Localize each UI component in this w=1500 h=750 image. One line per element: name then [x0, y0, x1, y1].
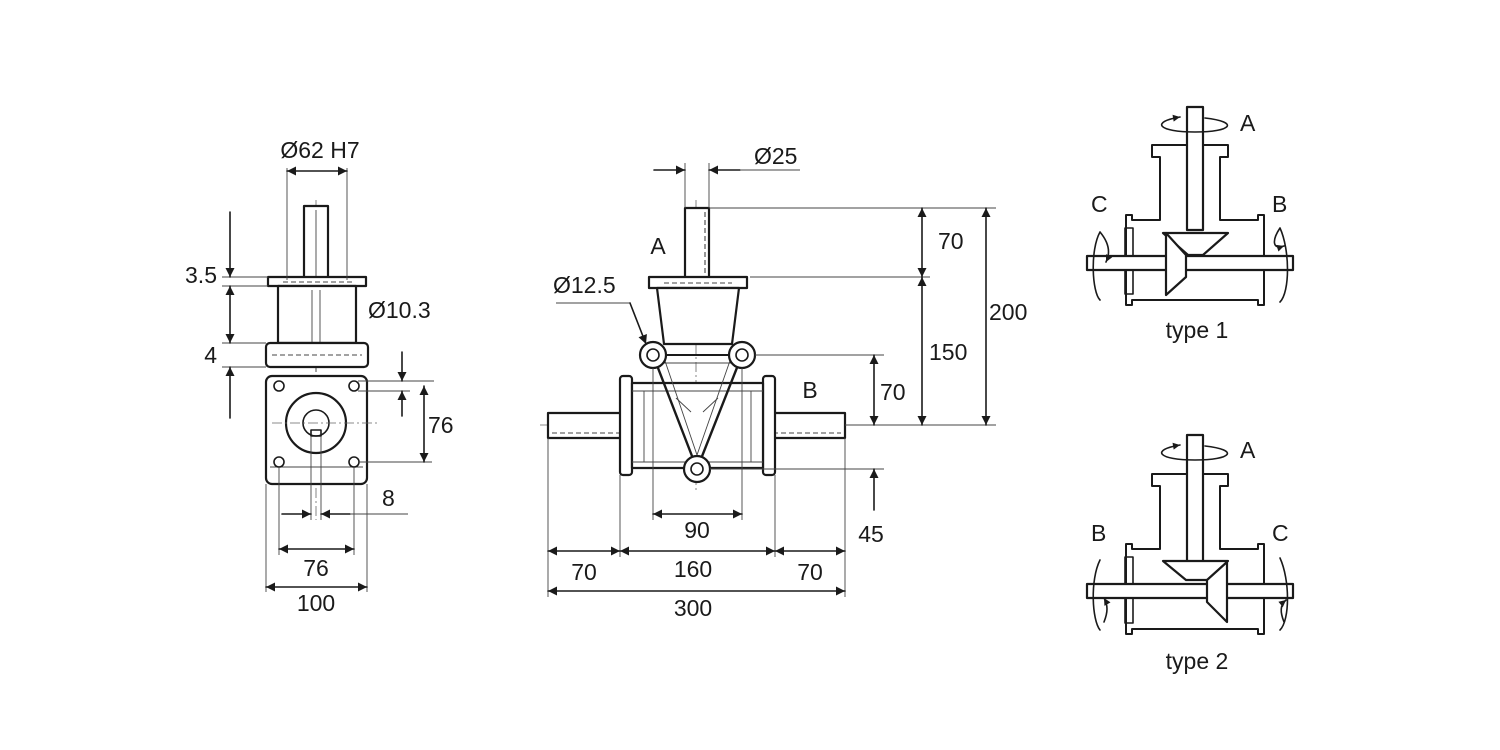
label-bore-dia: Ø62 H7: [280, 137, 359, 163]
type2-label-right: C: [1272, 520, 1289, 546]
label-bolt-pitch-h: 76: [303, 555, 329, 581]
type2-gear-vertical: [1205, 560, 1229, 624]
label-base-width: 100: [297, 590, 335, 616]
type2-shaft-bc: [1085, 582, 1295, 600]
type1-shaft-a: [1185, 105, 1205, 232]
front-left-shaft: [546, 411, 624, 440]
label-key-width: 8: [382, 485, 395, 511]
side-view: Ø62 H7 3.5 4 Ø10.3 76 8 76: [185, 137, 454, 616]
type1-housing: [1125, 144, 1265, 306]
label-collar-thk: 4: [204, 342, 217, 368]
pivot-pin-right: [727, 340, 757, 370]
label-pivot-height: 70: [880, 379, 906, 405]
type1-label-right: B: [1272, 191, 1287, 217]
label-flange-thk: 3.5: [185, 262, 217, 288]
type1-caption: type 1: [1166, 317, 1229, 343]
label-shaft-len: 70: [938, 228, 964, 254]
label-total-width: 300: [674, 595, 712, 621]
label-hole-dia: Ø10.3: [368, 297, 431, 323]
label-shaft-dia: Ø25: [754, 143, 797, 169]
label-pin-dia: Ø12.5: [553, 272, 616, 298]
label-right-stub: 70: [797, 559, 823, 585]
keyway: [310, 429, 322, 437]
type2-caption: type 2: [1166, 648, 1229, 674]
label-body-height: 150: [929, 339, 967, 365]
label-low-offset: 45: [858, 521, 884, 547]
label-pivot-spacing: 90: [684, 517, 710, 543]
port-a-label: A: [650, 233, 666, 259]
type2-label-a: A: [1240, 437, 1256, 463]
pivot-pin-bottom: [682, 454, 712, 484]
type1-gear-vertical: [1164, 231, 1188, 297]
label-total-height: 200: [989, 299, 1027, 325]
type1-label-a: A: [1240, 110, 1256, 136]
type1-label-left: C: [1091, 191, 1108, 217]
type2-shaft-a: [1185, 433, 1205, 565]
front-left-flange: [618, 374, 634, 477]
label-left-stub: 70: [571, 559, 597, 585]
pivot-pin-left: [638, 340, 668, 370]
label-bolt-pitch-v: 76: [428, 412, 454, 438]
front-input-shaft: [683, 206, 711, 280]
type-1-diagram: A C B type 1: [1085, 105, 1295, 343]
type-2-diagram: A B C type 2: [1085, 433, 1295, 674]
front-right-shaft: [769, 411, 847, 440]
type2-label-left: B: [1091, 520, 1106, 546]
type2-housing: [1125, 473, 1265, 635]
front-view: A B Ø25 Ø12.5 70 150 200 70 45: [540, 143, 1027, 621]
bolt-hole: [348, 380, 360, 392]
type1-shaft-bc: [1085, 254, 1295, 272]
front-right-flange: [761, 374, 777, 477]
front-column: [655, 286, 741, 346]
side-cylinder: [276, 284, 358, 345]
bolt-hole: [273, 380, 285, 392]
port-b-label: B: [802, 377, 817, 403]
label-body-width: 160: [674, 556, 712, 582]
